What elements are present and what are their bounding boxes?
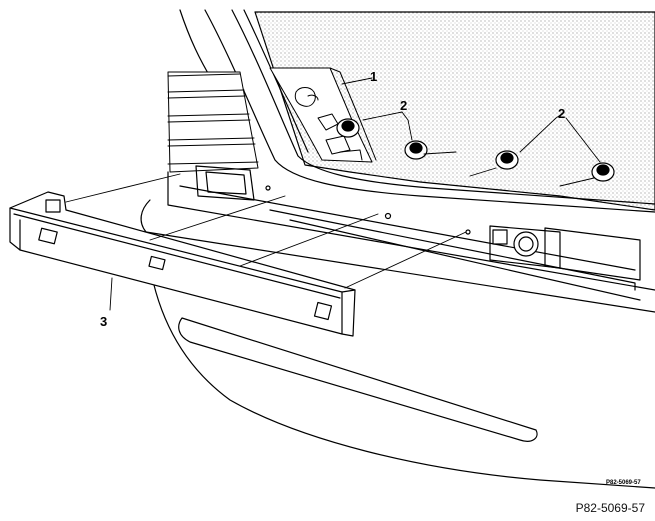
callout-1: 1 bbox=[370, 69, 377, 84]
figure-reference: P82-5069-57 bbox=[575, 501, 645, 515]
callout-3: 3 bbox=[100, 314, 107, 329]
inner-figure-code: P82-5069-57 bbox=[606, 480, 641, 486]
bumper-bar bbox=[9, 191, 356, 337]
leader-lines bbox=[65, 77, 601, 311]
retaining-nut-2 bbox=[404, 140, 428, 160]
retaining-nut-4 bbox=[591, 162, 615, 182]
retaining-nut-1 bbox=[336, 118, 360, 138]
c-pillar-frame bbox=[204, 9, 655, 213]
callout-2-right: 2 bbox=[558, 106, 565, 121]
tail-light-louvers bbox=[167, 71, 259, 173]
callout-2-left: 2 bbox=[400, 98, 407, 113]
retaining-nut-3 bbox=[495, 150, 519, 170]
rear-body-panel bbox=[140, 165, 655, 489]
side-molding bbox=[178, 317, 538, 442]
bumper-bracket bbox=[269, 67, 377, 163]
